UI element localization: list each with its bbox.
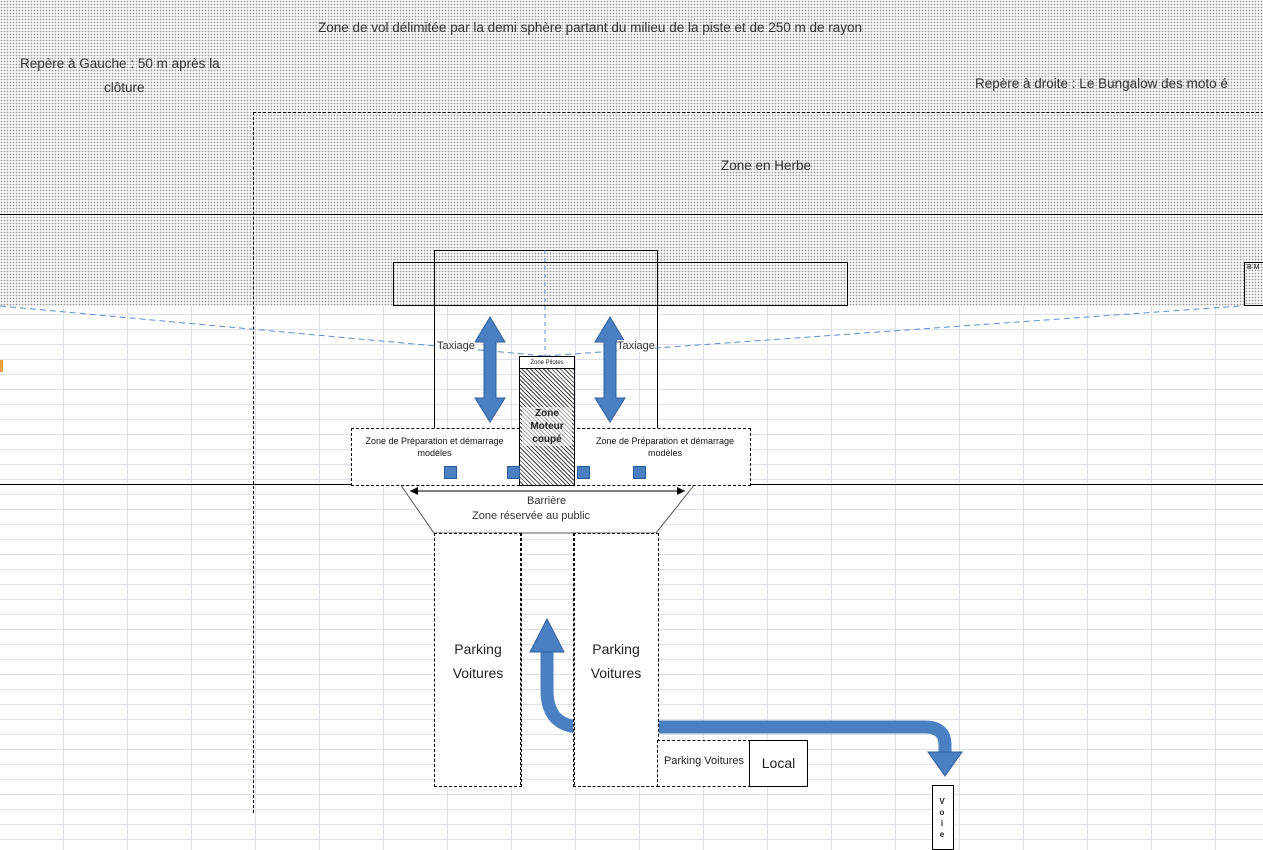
prep-zone-right-label: Zone de Préparation et démarrage modèles <box>595 436 735 458</box>
bungalow: B M <box>1244 262 1263 306</box>
cell-marker <box>0 360 3 372</box>
left-marker-line1: Repère à Gauche : 50 m après la <box>20 56 220 71</box>
right-marker: Repère à droite : Le Bungalow des moto é <box>975 76 1228 91</box>
local-building: Local <box>749 740 808 787</box>
runway-outline <box>434 250 658 431</box>
taxi-arrow-left <box>474 316 506 423</box>
road-label: Voie <box>932 785 954 850</box>
engine-off-label: Zone Moteur coupé <box>522 407 572 446</box>
access-arrow-head-up <box>529 617 565 653</box>
public-zone-label: Zone réservée au public <box>472 510 591 522</box>
taxi-arrow-right <box>594 316 626 423</box>
flight-zone <box>0 0 1263 306</box>
access-lane <box>520 533 575 785</box>
pilot-spot-1 <box>444 466 457 479</box>
runway <box>393 262 848 306</box>
barrier-arrow-left <box>410 487 418 495</box>
parking-left-label: Parking Voitures <box>452 641 504 681</box>
parking-small: Parking Voitures <box>657 740 751 787</box>
parking-right-label: Parking Voitures <box>590 641 642 681</box>
parking-small-label: Parking Voitures <box>663 755 745 767</box>
pilot-spot-3 <box>577 466 590 479</box>
pilot-spot-2 <box>507 466 520 479</box>
left-marker-line2: clôture <box>104 80 145 95</box>
flight-zone-title: Zone de vol délimitée par la demi sphère… <box>318 20 863 35</box>
barrier-label: Barrière <box>527 495 567 507</box>
access-arrow-head-down <box>927 751 963 777</box>
barrier-arrow-right <box>677 487 685 495</box>
taxi-label-right: Taxiage <box>617 340 655 352</box>
right-sightline <box>544 305 1241 357</box>
pilot-spot-4 <box>633 466 646 479</box>
parking-left: Parking Voitures <box>434 533 522 787</box>
left-sightline <box>0 305 546 357</box>
parking-right: Parking Voitures <box>573 533 659 787</box>
taxi-label-left: Taxiage <box>437 340 475 352</box>
prep-zone-left-label: Zone de Préparation et démarrage modèles <box>365 436 504 458</box>
engine-off-zone: Zone Moteur coupé <box>519 368 575 486</box>
runway-line-top <box>0 214 1263 215</box>
grass-zone-boundary <box>253 112 1263 813</box>
road-text: Voie <box>939 797 947 839</box>
grass-zone-label: Zone en Herbe <box>721 158 812 173</box>
